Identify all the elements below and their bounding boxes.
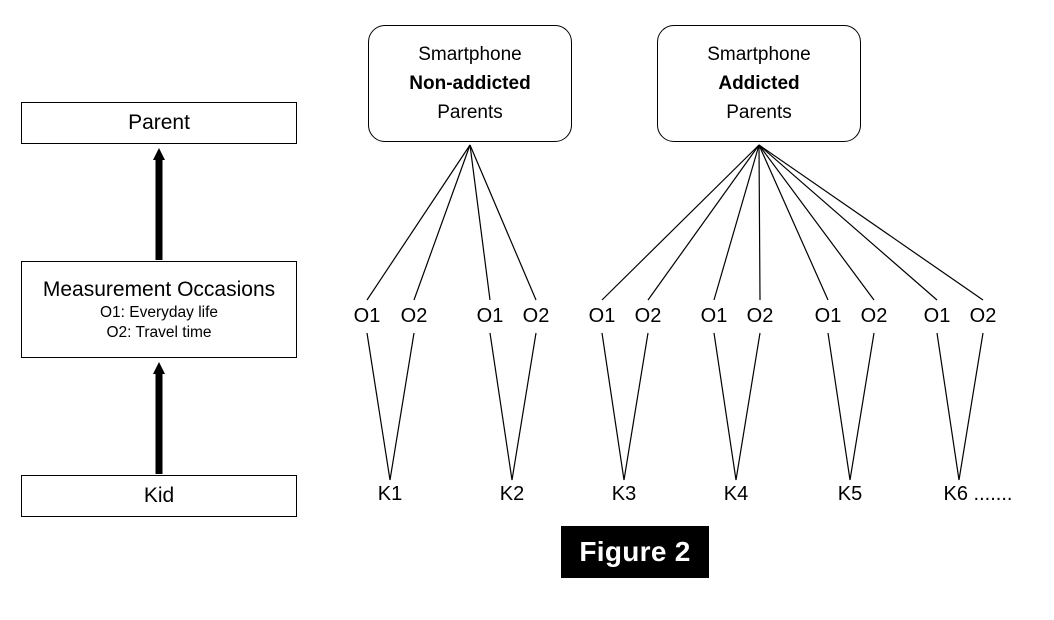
kid-connector-k6: [936, 332, 984, 481]
kid-label-3: K3: [611, 483, 637, 505]
kid-label-6: K6 .......: [943, 483, 1013, 505]
kid-label-5: K5: [837, 483, 863, 505]
occasion-label-k5-o1: O1: [814, 305, 842, 327]
group-addicted-line3: Parents: [726, 102, 792, 123]
group-addicted-line1: Smartphone: [707, 44, 811, 65]
group-non-addicted-line3: Parents: [437, 102, 503, 123]
occasion-label-k4-o1: O1: [700, 305, 728, 327]
group-box-non-addicted-parents[interactable]: Smartphone Non-addicted Parents: [368, 25, 572, 142]
figure-caption: Figure 2: [561, 526, 709, 578]
occasion-label-k1-o1: O1: [353, 305, 381, 327]
occasion-label-k3-o2: O2: [634, 305, 662, 327]
kid-connector-k3: [601, 332, 649, 481]
measurement-occasion-o1: O1: Everyday life: [99, 303, 219, 321]
occasion-label-k2-o1: O1: [476, 305, 504, 327]
figure-caption-text: Figure 2: [579, 536, 691, 567]
branch-lines-non-addicted: [366, 144, 537, 301]
occasion-label-k2-o2: O2: [522, 305, 550, 327]
occasion-label-k6-o2: O2: [969, 305, 997, 327]
group-box-addicted-parents[interactable]: Smartphone Addicted Parents: [657, 25, 861, 142]
kid-label-1: K1: [377, 483, 403, 505]
occasion-label-k6-o1: O1: [923, 305, 951, 327]
group-non-addicted-line1: Smartphone: [418, 44, 522, 65]
measurement-occasion-o2: O2: Travel time: [106, 323, 212, 341]
parent-box[interactable]: Parent: [21, 102, 297, 144]
kid-label-2: K2: [499, 483, 525, 505]
kid-connector-k2: [489, 332, 537, 481]
kid-box[interactable]: Kid: [21, 475, 297, 517]
occasion-label-k3-o1: O1: [588, 305, 616, 327]
occasion-label-k5-o2: O2: [860, 305, 888, 327]
kid-box-label: Kid: [143, 484, 175, 507]
occasion-label-k4-o2: O2: [746, 305, 774, 327]
kid-connector-k4: [713, 332, 761, 481]
group-non-addicted-line2: Non-addicted: [409, 73, 531, 94]
kid-connector-k5: [827, 332, 875, 481]
parent-box-label: Parent: [128, 111, 190, 134]
occasion-label-k1-o2: O2: [400, 305, 428, 327]
measurement-occasions-title: Measurement Occasions: [42, 277, 276, 301]
group-addicted-line2: Addicted: [718, 73, 800, 94]
kid-label-4: K4: [723, 483, 749, 505]
measurement-occasions-box[interactable]: Measurement Occasions O1: Everyday life …: [21, 261, 297, 358]
branch-lines-addicted: [601, 144, 984, 301]
kid-connector-k1: [366, 332, 415, 481]
